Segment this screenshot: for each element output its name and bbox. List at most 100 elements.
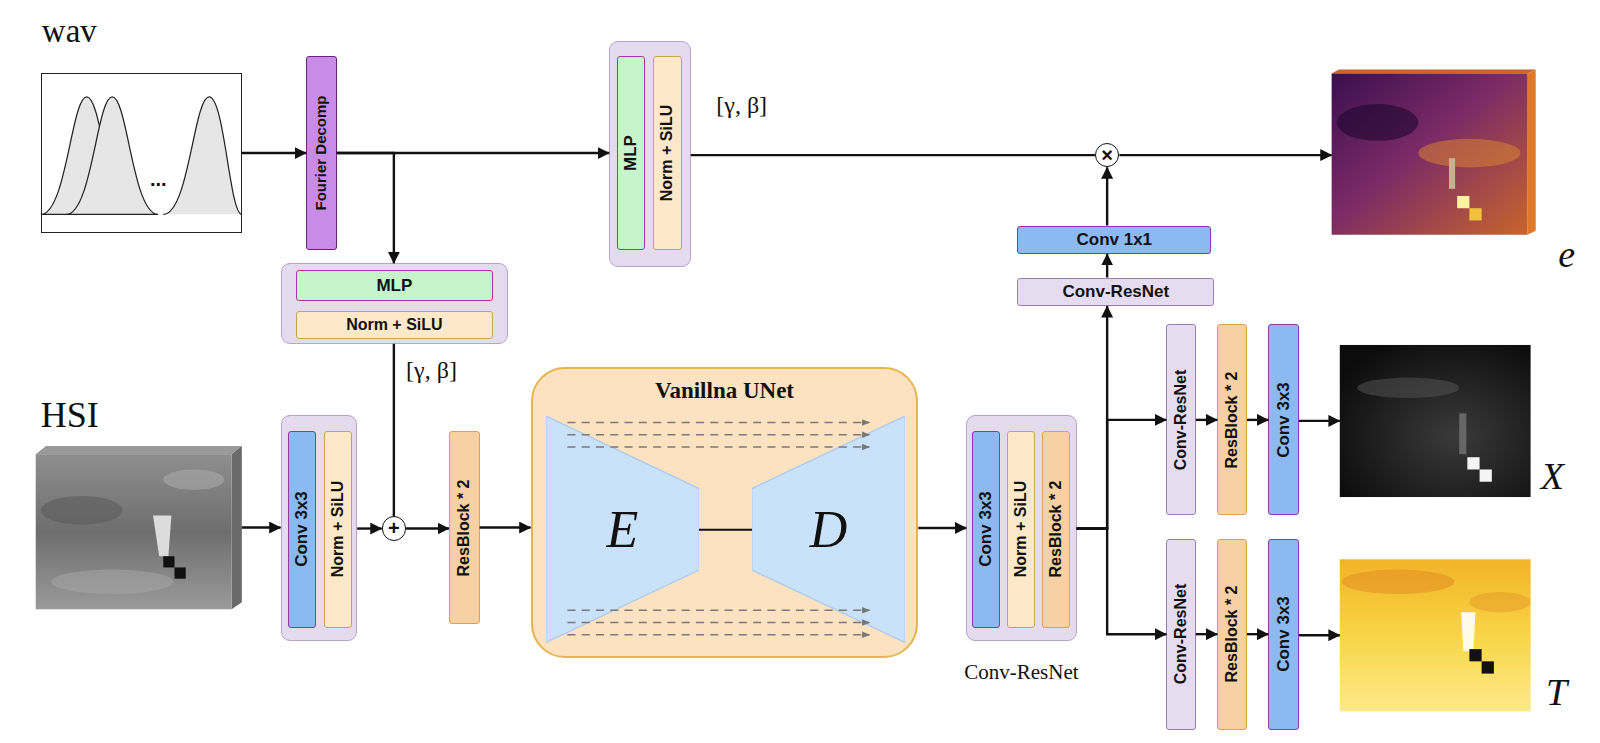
norm-box: Norm + SiLU [324, 431, 352, 628]
checker [1482, 661, 1494, 673]
encoder-trapezoid: E [546, 416, 699, 643]
checker [174, 567, 185, 578]
mlp-group: MLP Norm + SiLU [609, 41, 691, 268]
arrow-connector [1299, 634, 1340, 636]
arrow-connector [1077, 306, 1108, 528]
node-label: MLP [297, 271, 492, 300]
node-label: Conv 1x1 [1018, 227, 1210, 254]
e-image [1332, 69, 1536, 234]
cube-top [36, 446, 242, 454]
arrow-connector [918, 527, 966, 529]
node-label: Fourier Decomp [313, 96, 330, 211]
arrow-connector [1077, 420, 1167, 529]
mlp-box: MLP [617, 56, 645, 250]
target-stick [1459, 413, 1466, 454]
wav-gaussians [41, 97, 242, 214]
checker [1469, 649, 1481, 661]
arrow-connector [393, 344, 395, 516]
gaussian-curve [163, 97, 242, 214]
target-stick [153, 515, 171, 556]
conv-box: Conv 3x3 [1268, 324, 1299, 515]
node-label: ResBlock * 2 [455, 479, 473, 576]
conv-box: Conv 3x3 [288, 431, 317, 628]
node-label: MLP [621, 135, 641, 171]
node-label: + [383, 517, 405, 539]
trapezoid-fill [546, 416, 699, 643]
skip-connection [567, 446, 869, 448]
node-label: ResBlock * 2 [1223, 586, 1241, 683]
arrow-connector [1196, 419, 1217, 421]
conv-box: Conv 1x1 [1017, 226, 1211, 255]
skip-connection [567, 434, 869, 436]
node-label: D [752, 416, 905, 643]
unet-box: EDVanillna UNet [531, 367, 919, 658]
output-image: X [1340, 345, 1531, 497]
node-label: Conv-ResNet [1172, 370, 1190, 470]
skip-connection [567, 622, 869, 624]
arrow-connector [1106, 254, 1108, 277]
x-image [1340, 345, 1531, 497]
bottleneck-line [699, 529, 752, 531]
arrow-connector [242, 526, 281, 528]
arrow-connector [337, 153, 394, 263]
resnet-box: Conv-ResNet [1166, 324, 1196, 515]
output-image: e [1332, 73, 1536, 234]
hsi-image [36, 446, 242, 609]
cube-side [1528, 69, 1536, 234]
wav-input: wav... [41, 73, 242, 232]
checker [1457, 196, 1469, 208]
arrow-connector [242, 152, 306, 154]
resblock-box: ResBlock * 2 [1217, 539, 1247, 730]
checker [1480, 469, 1492, 481]
texture [41, 496, 123, 525]
trapezoid-fill [752, 416, 905, 643]
checker [1469, 208, 1481, 220]
node-label: E [546, 416, 699, 643]
t-image [1340, 559, 1531, 711]
arrow-connector [1247, 419, 1268, 421]
image-face [36, 454, 232, 609]
node-label: Norm + SiLU [297, 312, 492, 338]
gaussian-curve [66, 97, 158, 214]
resnet-box: Conv-ResNet [1166, 539, 1196, 730]
norm-box: Norm + SiLU [1007, 431, 1035, 628]
gaussian-curve [41, 97, 133, 214]
texture [1469, 592, 1530, 612]
node-label: X [1541, 455, 1564, 499]
multiply-op: × [1095, 143, 1119, 167]
node-label: Norm + SiLU [658, 105, 676, 201]
arrow-connector [1077, 529, 1167, 635]
decoder-trapezoid: D [752, 416, 905, 643]
node-label: Norm + SiLU [329, 481, 347, 577]
node-label: Conv 3x3 [1274, 596, 1294, 672]
add-op: + [382, 516, 406, 540]
resnet-box: Conv-ResNet [1017, 278, 1214, 307]
arrow-connector [1247, 633, 1268, 635]
arrow-connector [691, 154, 1095, 156]
node-label: T [1546, 671, 1567, 715]
resblock-box: ResBlock * 2 [1042, 431, 1071, 628]
image-face [1332, 73, 1528, 234]
texture [1357, 378, 1459, 398]
conv-box: Conv 3x3 [1268, 539, 1299, 730]
norm-box: Norm + SiLU [653, 56, 682, 250]
node-label: ResBlock * 2 [1047, 481, 1065, 578]
input-image: HSI [36, 446, 242, 609]
resblock-box: ResBlock * 2 [1217, 324, 1247, 515]
skip-connection [567, 634, 869, 636]
node-label: Conv-ResNet [964, 660, 1078, 684]
conv-group: Conv 3x3 Norm + SiLU [281, 415, 358, 641]
texture [1418, 139, 1520, 168]
target-stick [1461, 612, 1475, 651]
node-label: HSI [41, 395, 99, 436]
node-label: Conv 3x3 [976, 491, 996, 567]
node-label: Conv 3x3 [292, 491, 312, 567]
cube-side [232, 446, 242, 609]
node-label: wav [42, 13, 97, 51]
texture [1337, 104, 1419, 141]
resnet-group: Conv 3x3Norm + SiLUResBlock * 2Conv-ResN… [966, 415, 1076, 641]
node-label: ResBlock * 2 [1223, 371, 1241, 468]
arrow-connector [480, 526, 531, 528]
